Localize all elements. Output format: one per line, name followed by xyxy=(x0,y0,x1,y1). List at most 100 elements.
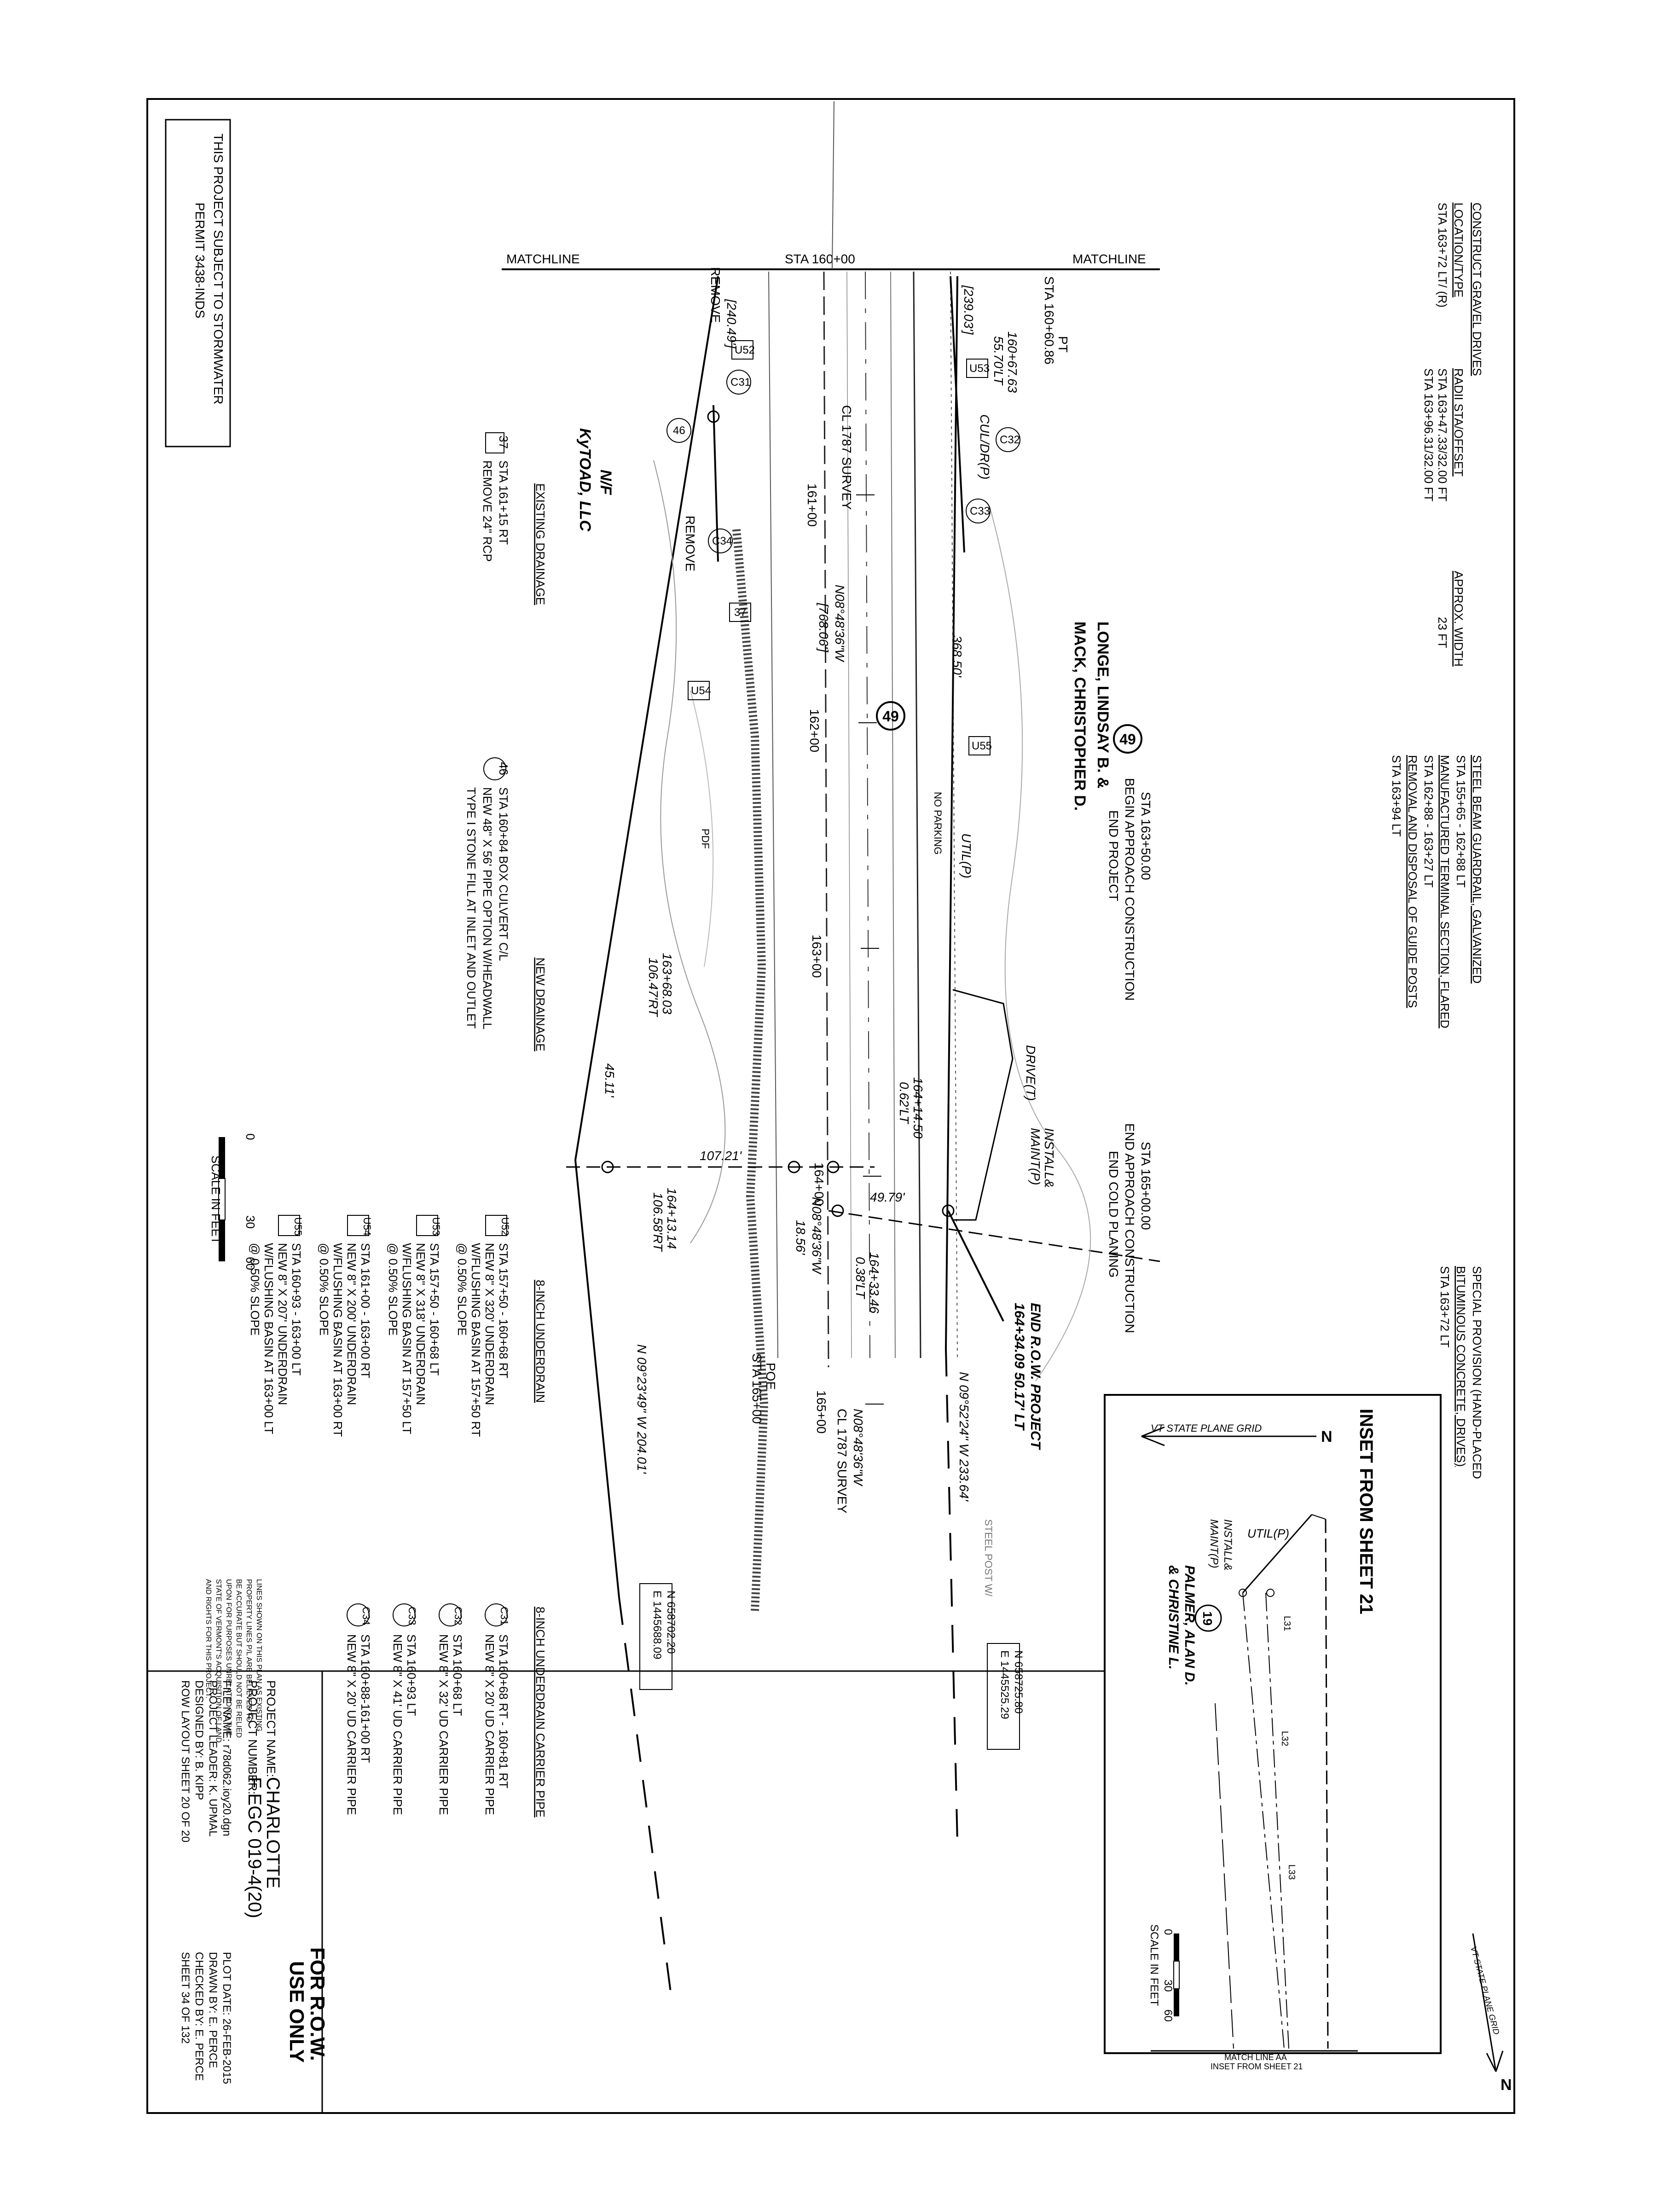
existing-37-num: 37 xyxy=(497,435,510,449)
inset-scale-60: 60 xyxy=(1162,2009,1174,2022)
matchline-right-label: MATCHLINE xyxy=(1072,252,1146,266)
road-edge-extra-2 xyxy=(846,271,852,1359)
inset-matchline-2: INSET FROM SHEET 21 xyxy=(1211,2062,1303,2071)
inset-north: N xyxy=(1321,1428,1333,1446)
c34-num: C34 xyxy=(360,1607,372,1625)
end-row-line2: 164+34.09 50.17' LT xyxy=(1012,1303,1027,1431)
pt-label: PT xyxy=(1056,336,1070,353)
u52-d: @ 0.50% SLOPE xyxy=(455,1243,469,1335)
project-number: F EGC 019-4(20) xyxy=(244,1777,265,1918)
plan-item-tags: U52 U53 U54 U55 C32 C33 C31 C34 46 37 xyxy=(666,340,1020,755)
u55-d: @ 0.50% SLOPE xyxy=(248,1243,262,1335)
sta-164-13: 164+13.14 xyxy=(665,1188,679,1249)
inset-row-line-2 xyxy=(1265,1592,1289,2049)
special-provision-1: SPECIAL PROVISION (HAND-PLACED xyxy=(1470,1266,1484,1479)
station-ticks xyxy=(856,494,884,1405)
bearing-1-dist: [768.06'] xyxy=(817,603,831,653)
begin-approach-3: END PROJECT xyxy=(1107,810,1121,901)
tag-c31: C31 xyxy=(730,376,751,389)
coord-1-e: E 1445688.09 xyxy=(651,1591,663,1659)
sta-160-67: 160+67.63 xyxy=(1005,331,1020,393)
guardrail-3: MANUFACTURED TERMINAL SECTION, FLARED xyxy=(1438,755,1452,1028)
dist-239: [239.03'] xyxy=(962,285,976,335)
inset-util-label: UTIL(P) xyxy=(1247,1527,1289,1540)
contour-1 xyxy=(653,460,726,1243)
bearing-2: N08°48'36"W xyxy=(810,1197,824,1275)
row-line-left-2 xyxy=(574,1160,620,1598)
c33-b: NEW 8" X 41' UD CARRIER PIPE xyxy=(391,1634,405,1815)
row-line-right-dash xyxy=(945,1348,958,1842)
new-drainage-heading: NEW DRAINAGE xyxy=(533,958,547,1051)
road-edge-right xyxy=(913,271,921,1359)
inset-owner-2: & CHRISTINE L. xyxy=(1166,1565,1181,1670)
tag-u53: U53 xyxy=(969,362,990,375)
sta-top-label: STA 160+00 xyxy=(785,252,855,266)
coordinate-box-1: N 658702.20 E 1445688.09 xyxy=(639,1583,677,1690)
inset-row-line xyxy=(1242,1592,1285,2049)
dist-45: 45.11' xyxy=(603,1063,617,1098)
u54-num: U54 xyxy=(361,1217,373,1236)
inset-north-arrow xyxy=(1141,1426,1316,1446)
inset-cl-line xyxy=(1215,1703,1234,2049)
inset-panel: INSET FROM SHEET 21 VT STATE PLANE GRID … xyxy=(1104,1394,1442,2071)
existing-37-a: STA 161+15 RT xyxy=(497,460,510,545)
c34-a: STA 160+88-161+00 RT xyxy=(359,1634,372,1763)
sheet-number: SHEET 34 OF 132 xyxy=(179,1952,191,2044)
disclaimer-1: LINES SHOWN ON THIS PLAN AS EXISTING xyxy=(255,1579,263,1731)
station-crossline-2 xyxy=(828,1210,1160,1262)
util-label: UTIL(P) xyxy=(959,833,973,878)
u54-a: STA 161+00 - 163+00 RT xyxy=(359,1243,372,1378)
u54-c: W/FLUSHING BASIN AT 163+00 RT xyxy=(331,1243,345,1437)
row-bearing-b: N 09°23'49" W 204.01' xyxy=(635,1344,649,1475)
box-culvert xyxy=(713,405,719,562)
gravel-row-radii-2: STA 163+96.31/32.00 FT xyxy=(1422,368,1436,501)
file-name: FILE NAME: r78d062.ioy20.dgn xyxy=(220,1680,233,1836)
c31-b: NEW 8" X 20' UD CARRIER PIPE xyxy=(483,1634,497,1815)
designed-by: DESIGNED BY: B. KIPP xyxy=(193,1680,205,1800)
tag-c34: C34 xyxy=(712,535,732,547)
c33-a: STA 160+93 LT xyxy=(405,1634,418,1716)
road-edge-left xyxy=(823,271,829,1368)
end-approach-3: END COLD PLANING xyxy=(1107,1151,1121,1277)
begin-approach-2: BEGIN APPROACH CONSTRUCTION xyxy=(1123,778,1137,1001)
off-160-67: 55.70'LT xyxy=(991,336,1006,386)
matchline-left-label: MATCHLINE xyxy=(506,252,580,266)
owner-nf-line1: N/F xyxy=(597,470,614,495)
drawn-by: DRAWN BY: E. PERCE xyxy=(207,1952,219,2068)
row-bearing-a: N 09°52'24" W 233.64' xyxy=(957,1372,971,1502)
stormwater-line2: PERMIT 3438-INDS xyxy=(193,203,207,319)
disclaimer-3: BE ACCURATE BUT SHOULD NOT BE RELIED xyxy=(235,1579,243,1738)
sta-163-68: 163+68.03 xyxy=(660,953,674,1015)
c32-num: C32 xyxy=(452,1607,464,1625)
poe-label: POE xyxy=(764,1363,778,1390)
drive-outline xyxy=(952,989,1014,1221)
gravel-heading: CONSTRUCT GRAVEL DRIVES xyxy=(1470,203,1484,376)
contour-3 xyxy=(690,690,714,967)
coord-2-e: E 1445525.29 xyxy=(998,1650,1011,1719)
road-shoulder-right xyxy=(950,271,958,1359)
u53-c: W/FLUSHING BASIN AT 157+50 LT xyxy=(400,1243,414,1434)
util-line xyxy=(950,276,965,553)
u52-c: W/FLUSHING BASIN AT 157+50 RT xyxy=(469,1243,483,1437)
row-layout: ROW LAYOUT SHEET 20 OF 20 xyxy=(179,1680,191,1842)
inset-util-tie xyxy=(1311,1514,1326,1520)
special-provision-2: BITUMINOUS CONCRETE, DRIVES) xyxy=(1454,1266,1468,1467)
tag-46: 46 xyxy=(673,424,685,437)
parcel-49-number: 49 xyxy=(1119,731,1136,748)
u52-b: NEW 8" X 320' UNDERDRAIN xyxy=(483,1243,497,1405)
inset-scale-30: 30 xyxy=(1162,1980,1174,1992)
steel-post-label: STEEL POST W/ xyxy=(983,1519,994,1597)
dist-368: 368.50' xyxy=(950,635,964,678)
owner-49-line2: MACK, CHRISTOPHER D. xyxy=(1071,621,1089,811)
u55-num: U55 xyxy=(292,1217,304,1236)
u54-d: @ 0.50% SLOPE xyxy=(317,1243,331,1335)
existing-drainage-heading: EXISTING DRAINAGE xyxy=(533,483,547,605)
inset-title: INSET FROM SHEET 21 xyxy=(1356,1409,1376,1614)
u53-a: STA 157+50 - 160+68 LT xyxy=(428,1243,441,1376)
u53-num: U53 xyxy=(430,1217,442,1236)
c31-num: C31 xyxy=(498,1607,510,1625)
new-46-c: TYPE I STONE FILL AT INLET AND OUTLET xyxy=(464,787,478,1029)
c33-num: C33 xyxy=(406,1607,418,1625)
guardrail-6: STA 163+94 LT xyxy=(1390,755,1403,837)
existing-37-b: REMOVE 24" RCP xyxy=(481,460,494,562)
